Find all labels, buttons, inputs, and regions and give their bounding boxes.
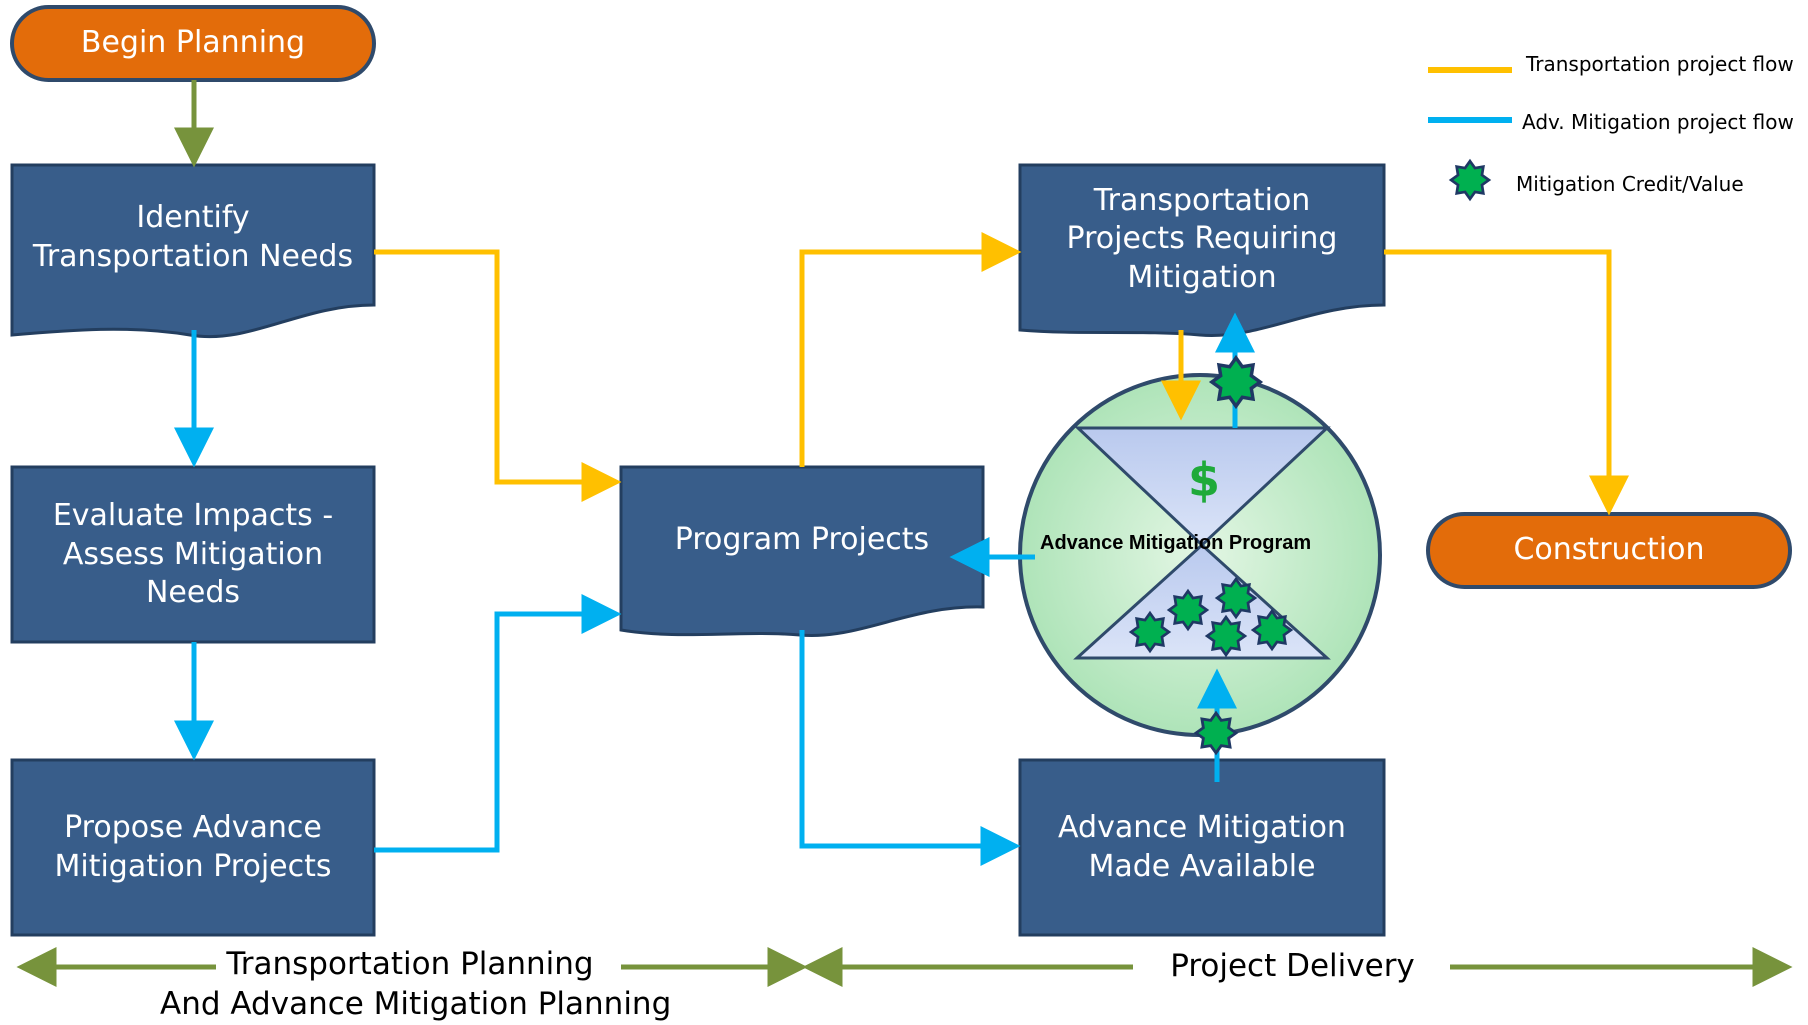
credit-star-icon	[1129, 611, 1171, 653]
advance-mitigation-program-label: Advance Mitigation Program	[1040, 532, 1312, 554]
legend-credit-star-icon	[1449, 159, 1491, 201]
flow-transport-req-to-construction	[1384, 249, 1629, 516]
construction-label: Construction	[1513, 532, 1705, 568]
hourglass-top	[1074, 426, 1331, 548]
dollar-icon: $	[1188, 453, 1221, 507]
phase-delivery-label: Project Delivery	[1170, 948, 1415, 984]
transport-req-box	[1018, 163, 1386, 337]
begin-planning-label: Begin Planning	[80, 25, 306, 61]
program-projects-label: Program Projects	[674, 521, 930, 557]
credit-star-icon	[1210, 356, 1262, 408]
phase-planning-line1: Transportation Planning	[226, 946, 594, 982]
identify-needs-box	[10, 163, 376, 339]
evaluate-impacts-label: Evaluate Impacts - Assess Mitigation Nee…	[52, 498, 334, 611]
flow-program-to-adv-avail	[799, 630, 1021, 866]
propose-mitigation-label: Propose Advance Mitigation Projects	[54, 810, 332, 884]
propose-mitigation-box	[10, 758, 376, 937]
flow-program-to-transport-req	[799, 232, 1022, 467]
credit-star-icon	[1251, 609, 1293, 651]
credit-star-icon	[1194, 711, 1238, 755]
adv-mitigation-avail-label: Advance Mitigation Made Available	[1058, 810, 1346, 884]
legend-mitigation-label: Adv. Mitigation project flow	[1522, 110, 1794, 134]
credit-star-icon	[1167, 589, 1209, 631]
flow-propose-to-program	[374, 594, 622, 853]
credit-star-icon	[1205, 615, 1247, 657]
identify-needs-label: Identify Transportation Needs	[32, 200, 354, 274]
phase-planning-line2: And Advance Mitigation Planning	[160, 986, 672, 1022]
flow-identify-to-program	[374, 249, 622, 502]
credit-star-icon	[1215, 577, 1257, 619]
legend-transport-label: Transportation project flow	[1526, 52, 1794, 76]
transport-req-label: Transportation Projects Requiring Mitiga…	[1066, 182, 1338, 295]
adv-mitigation-avail-box	[1018, 758, 1386, 937]
phase-planning-label: Transportation Planning And Advance Miti…	[160, 946, 672, 1022]
legend-credit-label: Mitigation Credit/Value	[1516, 172, 1744, 196]
